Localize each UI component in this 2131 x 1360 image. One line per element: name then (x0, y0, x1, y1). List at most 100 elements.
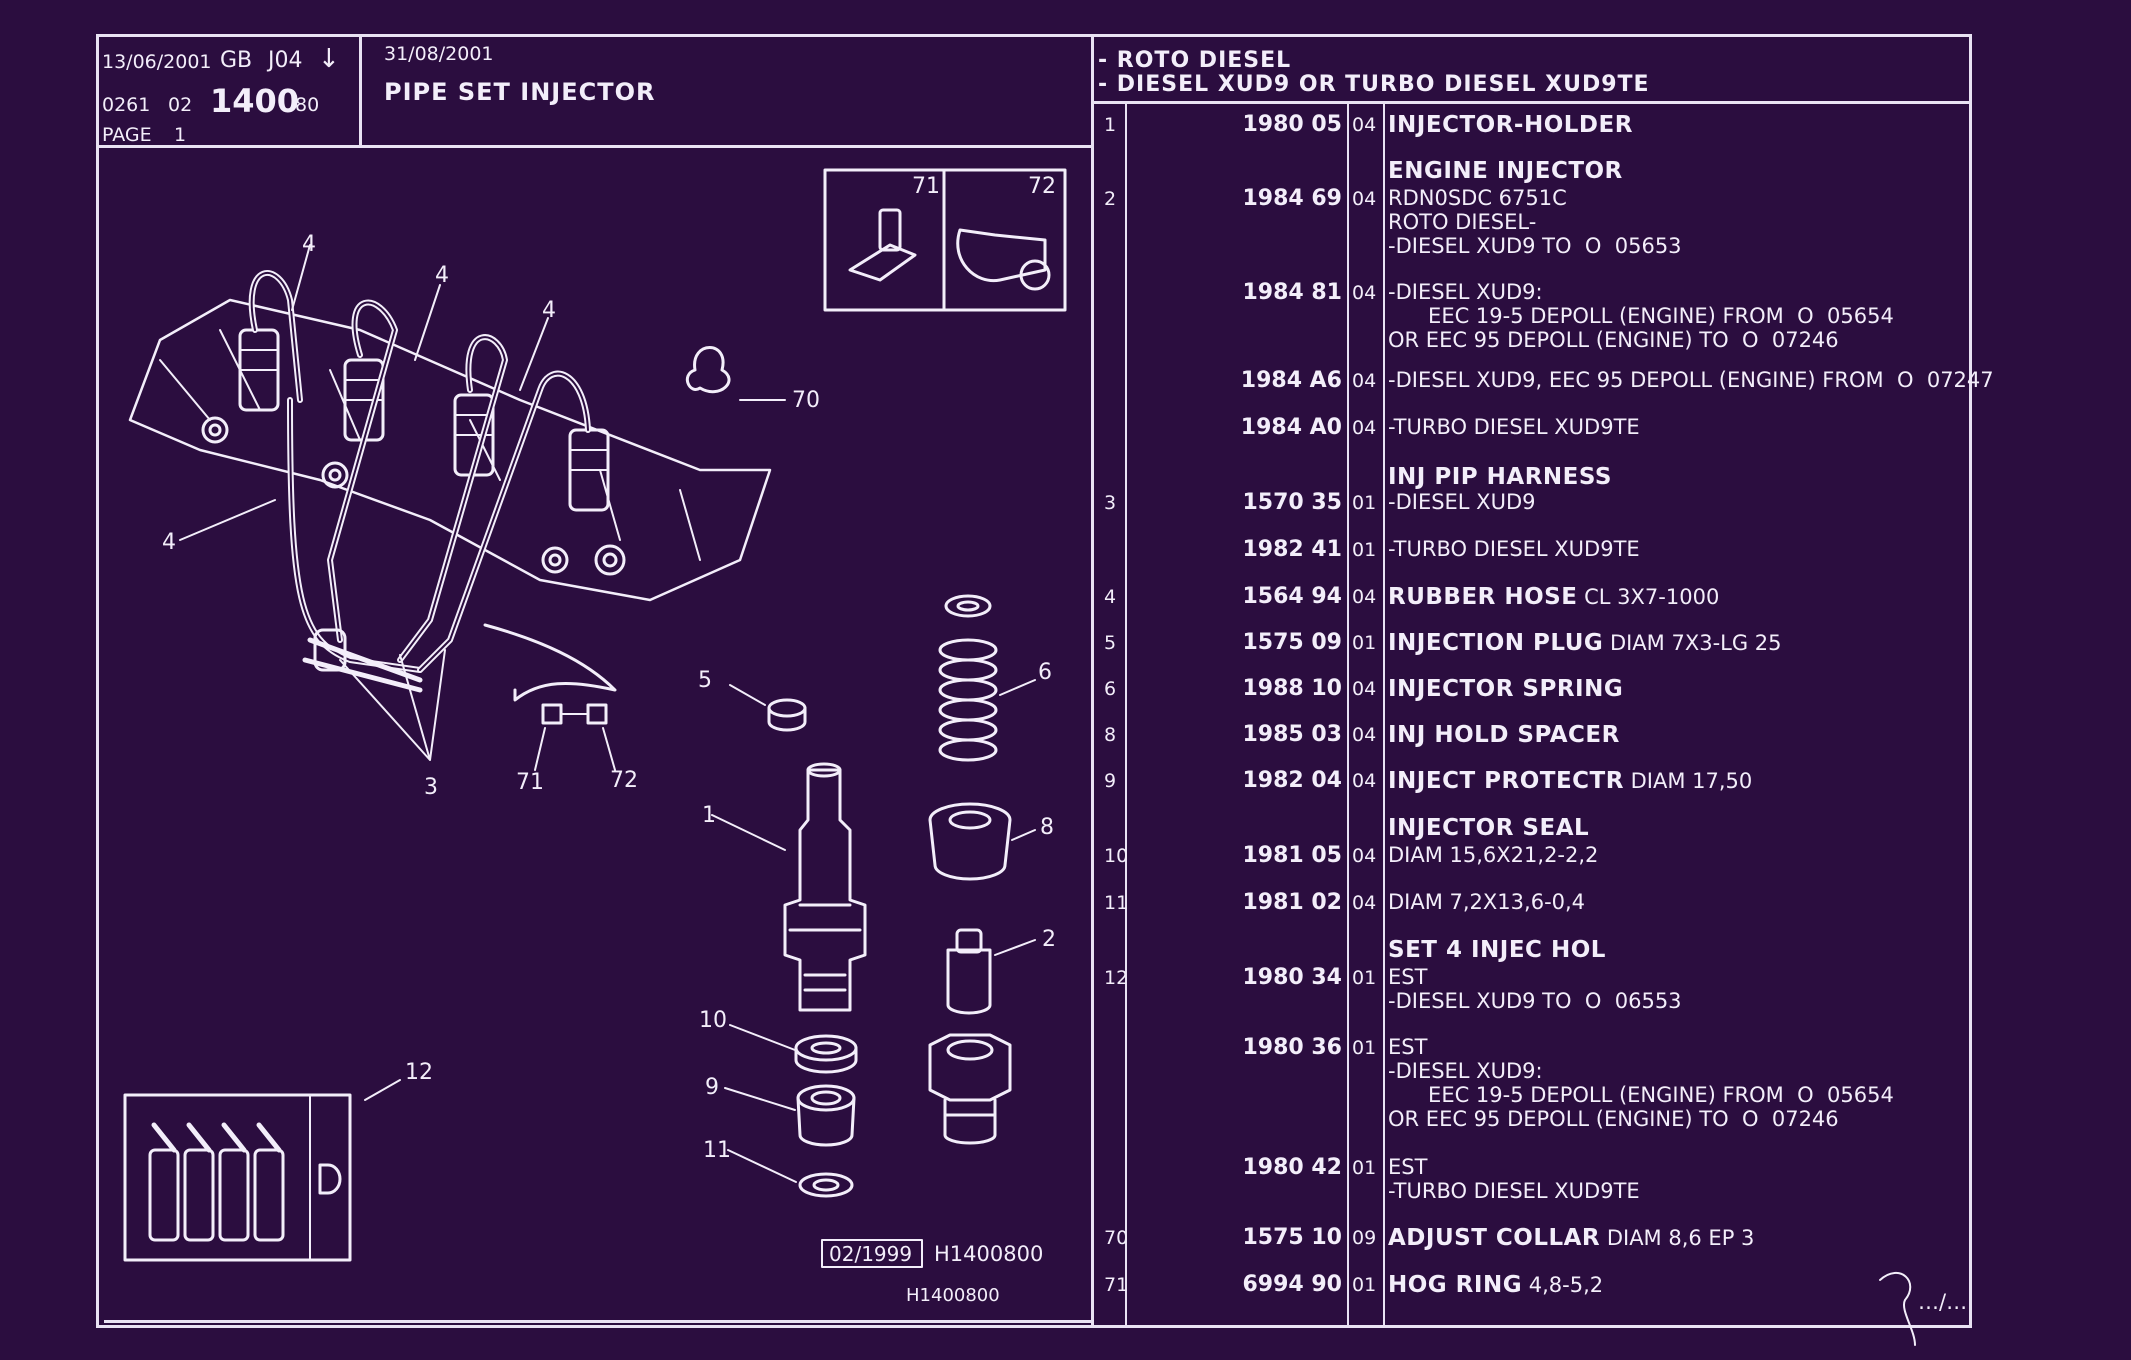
part-quantity: 01 (1352, 492, 1377, 514)
part-item-number: 10 (1104, 845, 1129, 867)
part-item-number: 11 (1104, 892, 1129, 914)
callout-4d: 4 (162, 530, 176, 555)
part-description: -DIESEL XUD9 TO O 06553 (1388, 989, 1682, 1013)
diagram-date: 02/1999 (829, 1242, 913, 1266)
part-item-number: 2 (1104, 188, 1117, 210)
part-name: INJECTOR-HOLDER (1388, 112, 1633, 138)
diagram-bottom-line (104, 1320, 1092, 1323)
part-quantity: 04 (1352, 892, 1377, 914)
part-detail: 4,8-5,2 (1522, 1273, 1604, 1297)
callout-72-inset: 72 (1028, 174, 1056, 199)
part-description: -DIESEL XUD9: (1388, 1059, 1543, 1083)
part-quantity: 04 (1352, 586, 1377, 608)
part-item-number: 8 (1104, 724, 1117, 746)
header-divider (96, 145, 1091, 148)
part-item-number: 3 (1104, 492, 1117, 514)
part-description: -DIESEL XUD9 (1388, 490, 1535, 514)
part-detail: DIAM 17,50 (1623, 769, 1753, 793)
part-description: -TURBO DIESEL XUD9TE (1388, 415, 1640, 439)
item-column-divider (1125, 101, 1127, 1328)
part-name: INJ HOLD SPACER (1388, 722, 1620, 748)
callout-72: 72 (610, 768, 638, 793)
part-item-number: 71 (1104, 1274, 1129, 1296)
callout-4b: 4 (435, 263, 449, 288)
part-detail: ROTO DIESEL- (1388, 210, 1537, 234)
part-quantity: 04 (1352, 370, 1377, 392)
part-detail: DIAM 7X3-LG 25 (1603, 631, 1782, 655)
part-detail: DIAM 15,6X21,2-2,2 (1388, 843, 1599, 867)
ref-part3: 80 (295, 94, 320, 116)
part-detail: CL 3X7-1000 (1577, 585, 1720, 609)
part-reference: 1980 05 (1242, 112, 1342, 137)
part-description: INJECT PROTECTR DIAM 17,50 (1388, 768, 1752, 794)
part-quantity: 09 (1352, 1227, 1377, 1249)
date-revision: 31/08/2001 (384, 43, 494, 65)
part-detail: -TURBO DIESEL XUD9TE (1388, 537, 1640, 561)
ref-main: 1400 (210, 82, 300, 120)
callout-4c: 4 (542, 298, 556, 323)
part-description: OR EEC 95 DEPOLL (ENGINE) TO O 07246 (1388, 1107, 1839, 1131)
part-description: INJ PIP HARNESS (1388, 464, 1612, 490)
part-reference: 1570 35 (1242, 490, 1342, 515)
callout-71-inset: 71 (912, 174, 940, 199)
part-description: INJECTION PLUG DIAM 7X3-LG 25 (1388, 630, 1782, 656)
part-description: -DIESEL XUD9 TO O 05653 (1388, 234, 1682, 258)
callout-2: 2 (1042, 927, 1056, 952)
part-quantity: 01 (1352, 1157, 1377, 1179)
continuation-mark: …/… (1918, 1290, 1968, 1314)
part-description: ADJUST COLLAR DIAM 8,6 EP 3 (1388, 1225, 1754, 1251)
part-item-number: 1 (1104, 114, 1117, 136)
part-item-number: 6 (1104, 678, 1117, 700)
application-line-1: - ROTO DIESEL (1098, 48, 1292, 73)
part-detail: -DIESEL XUD9 TO O 06553 (1388, 989, 1682, 1013)
part-detail: -TURBO DIESEL XUD9TE (1388, 415, 1640, 439)
part-quantity: 04 (1352, 417, 1377, 439)
part-description: HOG RING 4,8-5,2 (1388, 1272, 1603, 1298)
part-reference: 6994 90 (1242, 1272, 1342, 1297)
part-reference: 1984 A6 (1240, 368, 1342, 393)
part-name: HOG RING (1388, 1272, 1523, 1298)
part-quantity: 04 (1352, 678, 1377, 700)
part-reference: 1988 10 (1242, 676, 1342, 701)
catalog-sheet (96, 34, 1972, 1328)
part-item-number: 70 (1104, 1227, 1129, 1249)
part-reference: 1980 34 (1242, 965, 1342, 990)
part-quantity: 04 (1352, 114, 1377, 136)
part-name: ADJUST COLLAR (1388, 1225, 1601, 1251)
qty-column-divider (1383, 101, 1385, 1328)
part-description: INJECTOR-HOLDER (1388, 112, 1633, 138)
part-detail: OR EEC 95 DEPOLL (ENGINE) TO O 07246 (1388, 328, 1839, 352)
part-detail: DIAM 8,6 EP 3 (1600, 1226, 1755, 1250)
center-divider (1091, 34, 1094, 1328)
part-quantity: 04 (1352, 770, 1377, 792)
part-item-number: 9 (1104, 770, 1117, 792)
part-description: SET 4 INJEC HOL (1388, 937, 1606, 963)
part-reference: 1984 A0 (1240, 415, 1342, 440)
part-reference: 1982 04 (1242, 768, 1342, 793)
part-detail: EEC 19-5 DEPOLL (ENGINE) FROM O 05654 (1388, 1083, 1894, 1107)
part-quantity: 04 (1352, 282, 1377, 304)
footer-ref: H1400800 (906, 1285, 1000, 1306)
part-description: RUBBER HOSE CL 3X7-1000 (1388, 584, 1719, 610)
part-reference: 1564 94 (1242, 584, 1342, 609)
part-reference: 1981 02 (1242, 890, 1342, 915)
part-description: -TURBO DIESEL XUD9TE (1388, 537, 1640, 561)
callout-9: 9 (705, 1075, 719, 1100)
page-title: PIPE SET INJECTOR (384, 78, 656, 106)
part-reference: 1985 03 (1242, 722, 1342, 747)
part-reference: 1980 42 (1242, 1155, 1342, 1180)
part-description: INJECTOR SPRING (1388, 676, 1623, 702)
part-detail: -DIESEL XUD9: (1388, 1059, 1543, 1083)
callout-6: 6 (1038, 660, 1052, 685)
part-item-number: 12 (1104, 967, 1129, 989)
callout-3: 3 (424, 775, 438, 800)
application-line-2: - DIESEL XUD9 OR TURBO DIESEL XUD9TE (1098, 72, 1650, 97)
callout-8: 8 (1040, 815, 1054, 840)
part-description: ROTO DIESEL- (1388, 210, 1536, 234)
header-column-divider (359, 34, 362, 146)
part-description: RDN0SDC 6751C (1388, 186, 1567, 210)
part-quantity: 01 (1352, 1274, 1377, 1296)
part-reference: 1984 81 (1242, 280, 1342, 305)
part-description: -TURBO DIESEL XUD9TE (1388, 1179, 1640, 1203)
